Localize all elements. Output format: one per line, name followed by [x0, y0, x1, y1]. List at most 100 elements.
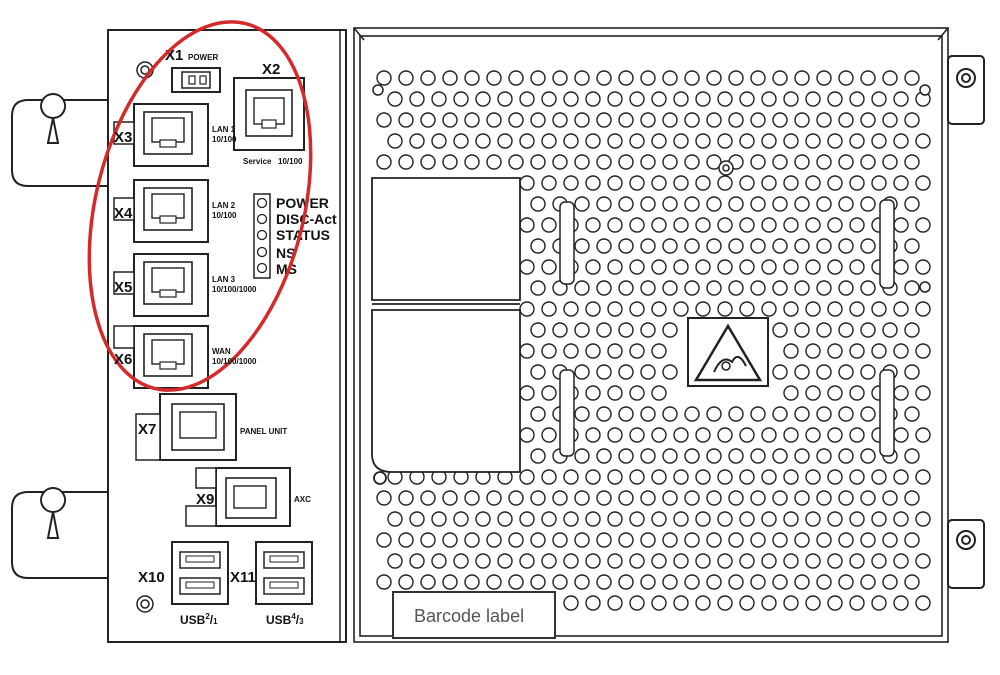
vent-hole: [860, 532, 876, 548]
vent-hole: [882, 490, 898, 506]
vent-hole: [827, 133, 843, 149]
led-label-disc-act: DISC-Act: [276, 211, 337, 227]
vent-hole: [849, 385, 865, 401]
vent-hole: [849, 217, 865, 233]
vent-hole: [728, 532, 744, 548]
vent-hole: [629, 427, 645, 443]
vent-hole: [915, 469, 931, 485]
vent-hole: [893, 469, 909, 485]
vent-hole: [816, 448, 832, 464]
vent-hole: [739, 469, 755, 485]
x5-name: LAN 3: [212, 275, 236, 284]
vent-hole: [662, 406, 678, 422]
vent-hole: [640, 112, 656, 128]
vent-hole: [596, 490, 612, 506]
vent-hole: [442, 574, 458, 590]
vent-hole: [486, 490, 502, 506]
vent-hole: [420, 70, 436, 86]
vent-hole: [563, 511, 579, 527]
vent-hole: [772, 196, 788, 212]
vent-hole: [376, 574, 392, 590]
vent-hole: [761, 595, 777, 611]
vent-hole: [871, 343, 887, 359]
vent-hole: [717, 133, 733, 149]
vent-hole: [607, 217, 623, 233]
x6-id: X6: [114, 351, 132, 368]
vent-hole: [761, 511, 777, 527]
vent-hole: [464, 154, 480, 170]
vent-hole: [431, 553, 447, 569]
vent-hole: [838, 238, 854, 254]
vent-hole: [728, 70, 744, 86]
keyhole-bracket-icon: [11, 487, 108, 579]
vent-hole: [618, 448, 634, 464]
vent-hole: [640, 364, 656, 380]
vent-hole: [541, 133, 557, 149]
vent-hole: [442, 112, 458, 128]
vent-hole: [904, 406, 920, 422]
vent-hole: [585, 217, 601, 233]
vent-hole: [750, 406, 766, 422]
vent-hole: [871, 511, 887, 527]
vent-hole: [420, 490, 436, 506]
vent-hole: [904, 574, 920, 590]
vent-hole: [860, 406, 876, 422]
vent-hole: [893, 595, 909, 611]
vent-hole: [497, 511, 513, 527]
led-label-ns: NS: [276, 245, 295, 261]
vent-hole: [827, 259, 843, 275]
vent-hole: [772, 112, 788, 128]
vent-hole: [816, 238, 832, 254]
vent-hole: [706, 574, 722, 590]
vent-hole: [838, 406, 854, 422]
vent-hole: [882, 112, 898, 128]
vent-hole: [376, 154, 392, 170]
vent-hole: [640, 70, 656, 86]
vent-hole: [904, 490, 920, 506]
vent-hole: [728, 406, 744, 422]
vent-hole: [662, 364, 678, 380]
vent-hole: [860, 112, 876, 128]
vent-hole: [717, 427, 733, 443]
vent-hole: [838, 574, 854, 590]
vent-hole: [805, 385, 821, 401]
vent-hole: [706, 196, 722, 212]
vent-hole: [783, 469, 799, 485]
vent-hole: [838, 280, 854, 296]
vent-hole: [915, 175, 931, 191]
vent-hole: [519, 511, 535, 527]
vent-hole: [574, 280, 590, 296]
vent-hole: [849, 91, 865, 107]
vent-hole: [728, 280, 744, 296]
vent-hole: [629, 301, 645, 317]
vent-hole: [772, 70, 788, 86]
vent-hole: [915, 595, 931, 611]
vent-hole: [717, 595, 733, 611]
vent-hole: [420, 574, 436, 590]
vent-hole: [618, 574, 634, 590]
vent-hole: [772, 322, 788, 338]
vent-hole: [398, 574, 414, 590]
vent-hole: [607, 553, 623, 569]
x4-speed: 10/100: [212, 211, 237, 220]
vent-hole: [728, 112, 744, 128]
vent-hole: [915, 301, 931, 317]
vent-hole: [706, 238, 722, 254]
vent-hole: [563, 343, 579, 359]
vent-hole: [530, 322, 546, 338]
vent-hole: [717, 91, 733, 107]
vent-hole: [574, 238, 590, 254]
vent-hole: [849, 469, 865, 485]
vent-hole: [805, 175, 821, 191]
vent-hole: [838, 364, 854, 380]
vent-hole: [827, 175, 843, 191]
vent-hole: [662, 490, 678, 506]
vent-hole: [794, 154, 810, 170]
vent-hole: [552, 112, 568, 128]
vent-hole: [541, 301, 557, 317]
vent-hole: [563, 91, 579, 107]
vent-hole: [651, 469, 667, 485]
x9-id: X9: [196, 491, 214, 508]
vent-hole: [849, 343, 865, 359]
vent-hole: [409, 91, 425, 107]
